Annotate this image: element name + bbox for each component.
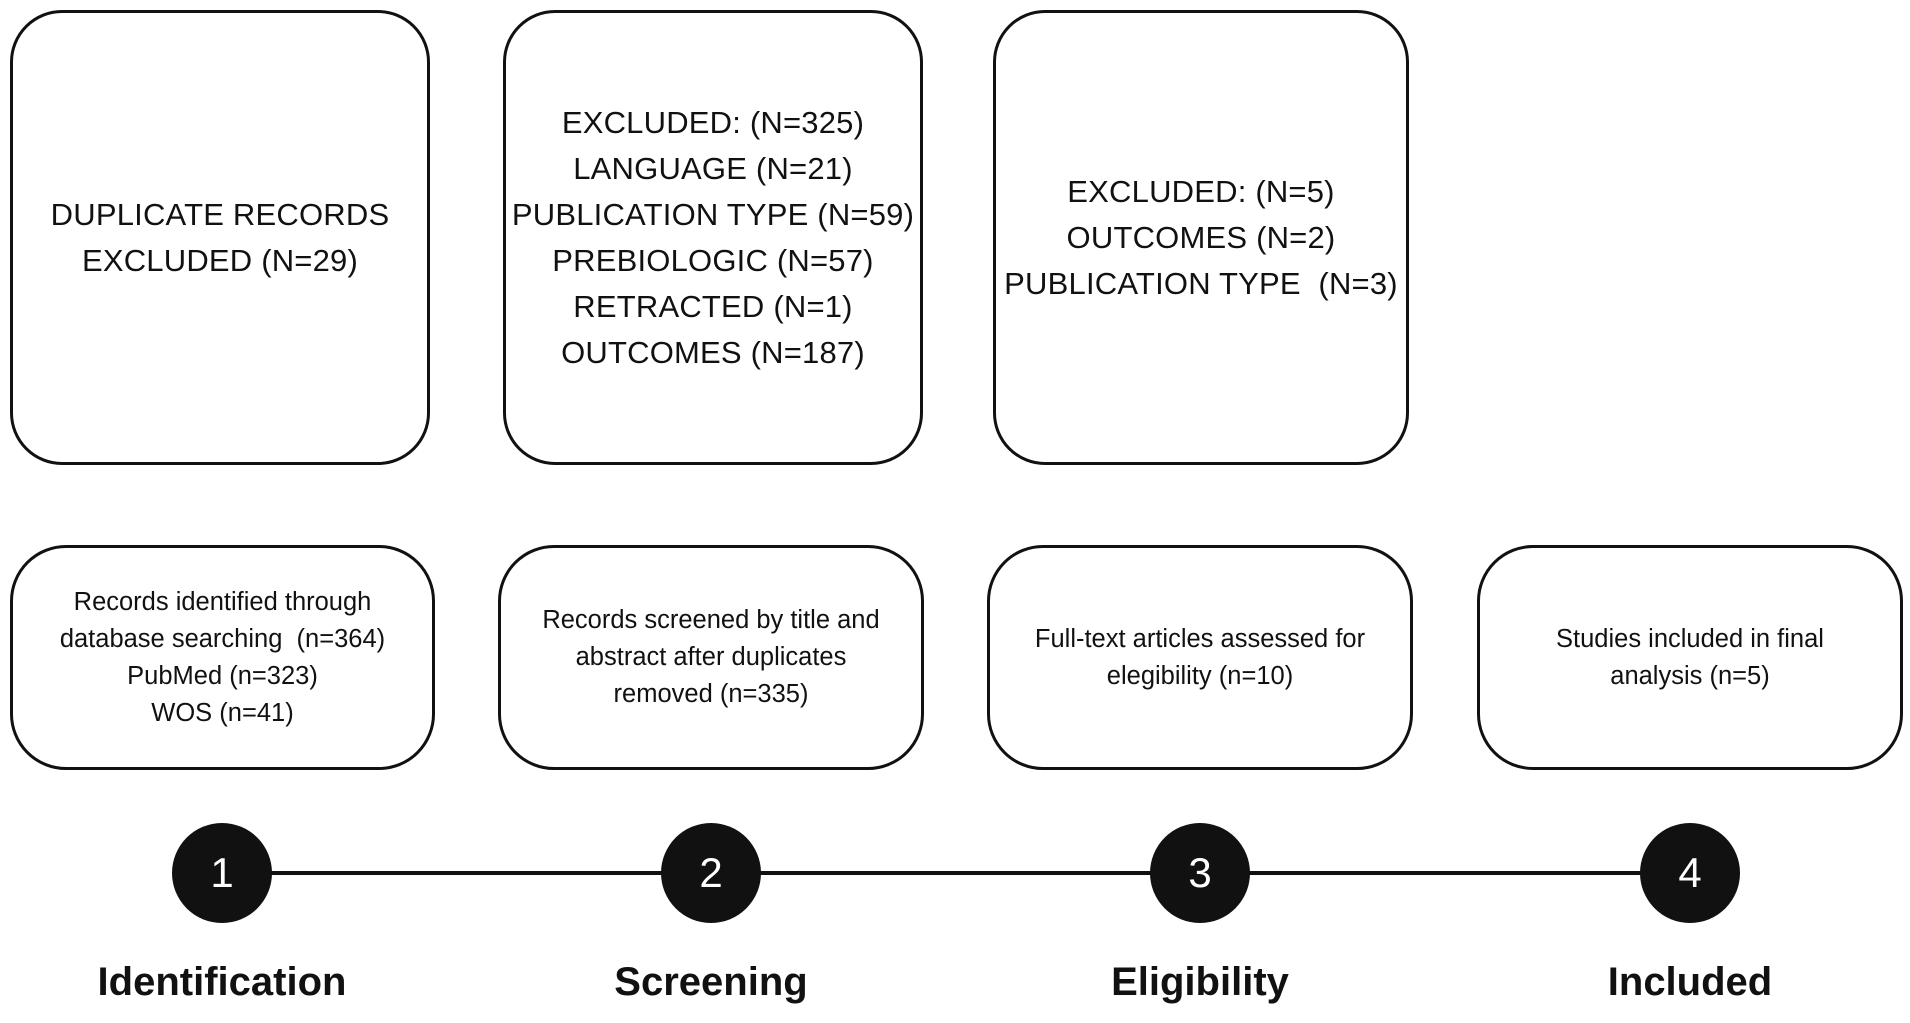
stage-box-screening: Records screened by title and abstract a… xyxy=(498,545,924,770)
excluded-box-line: EXCLUDED: (N=325) xyxy=(561,104,865,140)
stage-box-line: Records identified through xyxy=(73,587,372,616)
step-circle-3: 3 xyxy=(1150,823,1250,923)
step-number: 1 xyxy=(210,849,234,896)
excluded-box-line: PUBLICATION TYPE (N=3) xyxy=(1004,265,1398,301)
excluded-box-line: EXCLUDED (N=29) xyxy=(81,242,359,278)
stage-box-line: removed (n=335) xyxy=(613,680,809,708)
stage-label-included: Included xyxy=(1607,960,1773,1004)
excluded-box-line: OUTCOMES (N=2) xyxy=(1066,219,1336,255)
step-number: 2 xyxy=(699,849,723,896)
stage-box-line: WOS (n=41) xyxy=(151,698,294,727)
excluded-box-line: PUBLICATION TYPE (N=59) xyxy=(511,196,915,232)
step-number: 3 xyxy=(1188,849,1212,896)
step-number: 4 xyxy=(1678,849,1702,896)
excluded-box-line: DUPLICATE RECORDS xyxy=(50,196,390,232)
stage-label-eligibility: Eligibility xyxy=(1111,960,1289,1004)
stage-box-eligibility: Full-text articles assessed for elegibil… xyxy=(987,545,1413,770)
stage-label-screening: Screening xyxy=(614,960,808,1004)
excluded-box-identification: DUPLICATE RECORDS EXCLUDED (N=29) xyxy=(10,10,430,465)
excluded-box-screening: EXCLUDED: (N=325) LANGUAGE (N=21) PUBLIC… xyxy=(503,10,923,465)
excluded-box-line: RETRACTED (N=1) xyxy=(573,288,853,324)
stage-label-identification: Identification xyxy=(97,960,347,1004)
stage-box-line: PubMed (n=323) xyxy=(127,661,318,690)
stage-box-line: analysis (n=5) xyxy=(1610,661,1770,690)
step-circle-4: 4 xyxy=(1640,823,1740,923)
step-circle-1: 1 xyxy=(172,823,272,923)
excluded-box-line: PREBIOLOGIC (N=57) xyxy=(552,242,874,278)
stage-box-line: Studies included in final xyxy=(1556,624,1824,653)
stage-box-included: Studies included in final analysis (n=5) xyxy=(1477,545,1903,770)
excluded-box-eligibility: EXCLUDED: (N=5) OUTCOMES (N=2) PUBLICATI… xyxy=(993,10,1409,465)
stage-box-line: Records screened by title and xyxy=(542,606,880,634)
timeline-connector-line xyxy=(222,871,1690,875)
stage-box-identification: Records identified through database sear… xyxy=(10,545,435,770)
step-circle-2: 2 xyxy=(661,823,761,923)
stage-box-line: abstract after duplicates xyxy=(575,643,847,671)
excluded-box-line: EXCLUDED: (N=5) xyxy=(1067,173,1335,209)
excluded-box-line: LANGUAGE (N=21) xyxy=(573,150,853,186)
excluded-box-line: OUTCOMES (N=187) xyxy=(561,334,865,370)
stage-box-line: elegibility (n=10) xyxy=(1106,661,1294,690)
stage-box-line: Full-text articles assessed for xyxy=(1034,624,1366,653)
stage-box-line: database searching (n=364) xyxy=(59,624,386,653)
